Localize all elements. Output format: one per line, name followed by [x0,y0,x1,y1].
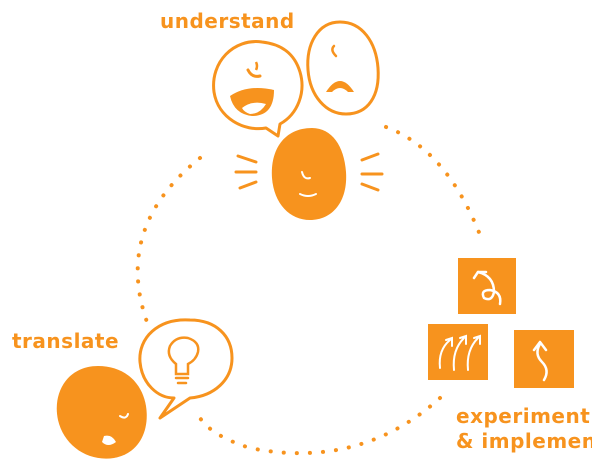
label-translate: translate [12,329,120,353]
wavy-arrow-tile-icon [514,330,574,388]
cycle-arc-right [384,125,484,242]
cycle-arc-left [135,156,202,332]
head-listening-icon [234,128,384,220]
curly-arrow-tile-icon [458,258,516,314]
surprised-face-bubble-icon [306,20,380,116]
label-understand: understand [160,9,295,33]
lightbulb-thought-bubble-icon [138,318,234,420]
parallel-arrows-tile-icon [428,324,488,380]
label-experiment: experiment [456,404,591,428]
head-thinking-icon [56,366,147,459]
talking-face-bubble-icon [212,40,304,138]
cycle-arc-bottom [198,396,442,456]
label-implement: & implement [456,429,592,453]
